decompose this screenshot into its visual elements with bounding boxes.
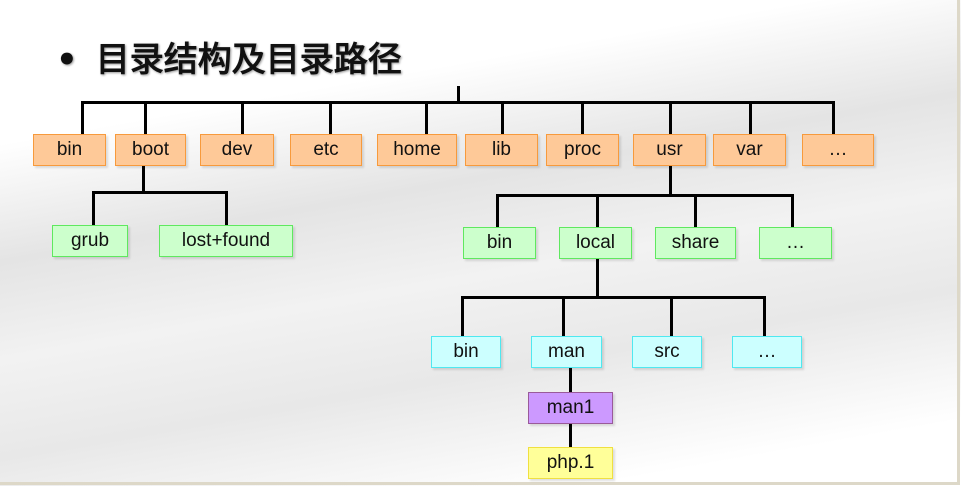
- connector: [763, 296, 766, 337]
- dir-more[interactable]: …: [802, 134, 874, 166]
- root-bar: [81, 101, 835, 104]
- connector: [329, 101, 332, 135]
- dir-home[interactable]: home: [377, 134, 457, 166]
- dir-etc[interactable]: etc: [290, 134, 362, 166]
- dir-usr-local[interactable]: local: [559, 227, 632, 259]
- connector: [425, 101, 428, 135]
- slide-title: • 目录结构及目录路径: [56, 32, 402, 81]
- connector: [669, 101, 672, 135]
- file-php-1[interactable]: php.1: [528, 447, 613, 479]
- dir-local-bin[interactable]: bin: [431, 336, 501, 368]
- connector: [669, 166, 672, 195]
- dir-local-man[interactable]: man: [531, 336, 602, 368]
- connector: [569, 424, 572, 448]
- dir-lost-found[interactable]: lost+found: [159, 225, 293, 257]
- connector: [92, 191, 95, 226]
- dir-var[interactable]: var: [713, 134, 786, 166]
- dir-local-more[interactable]: …: [732, 336, 802, 368]
- connector: [596, 194, 599, 228]
- dir-usr-bin[interactable]: bin: [463, 227, 536, 259]
- title-text: 目录结构及目录路径: [95, 40, 402, 80]
- dir-man1[interactable]: man1: [528, 392, 613, 424]
- connector: [81, 101, 84, 135]
- boot-bar: [92, 191, 228, 194]
- dir-dev[interactable]: dev: [200, 134, 274, 166]
- dir-bin[interactable]: bin: [33, 134, 106, 166]
- connector: [562, 296, 565, 337]
- root-connector: [457, 86, 460, 102]
- local-bar: [461, 296, 766, 299]
- connector: [144, 101, 147, 135]
- connector: [569, 368, 572, 393]
- connector: [596, 259, 599, 297]
- dir-usr-more[interactable]: …: [759, 227, 832, 259]
- connector: [225, 191, 228, 226]
- connector: [241, 101, 244, 135]
- connector: [832, 101, 835, 135]
- dir-usr[interactable]: usr: [633, 134, 706, 166]
- dir-grub[interactable]: grub: [52, 225, 128, 257]
- connector: [501, 101, 504, 135]
- dir-boot[interactable]: boot: [115, 134, 186, 166]
- dir-lib[interactable]: lib: [465, 134, 538, 166]
- dir-proc[interactable]: proc: [546, 134, 619, 166]
- connector: [496, 194, 499, 228]
- connector: [791, 194, 794, 228]
- connector: [461, 296, 464, 337]
- connector: [749, 101, 752, 135]
- dir-local-src[interactable]: src: [632, 336, 702, 368]
- connector: [670, 296, 673, 337]
- usr-bar: [496, 194, 794, 197]
- connector: [694, 194, 697, 228]
- dir-usr-share[interactable]: share: [655, 227, 736, 259]
- connector: [142, 166, 145, 192]
- bullet: •: [56, 40, 78, 80]
- connector: [581, 101, 584, 135]
